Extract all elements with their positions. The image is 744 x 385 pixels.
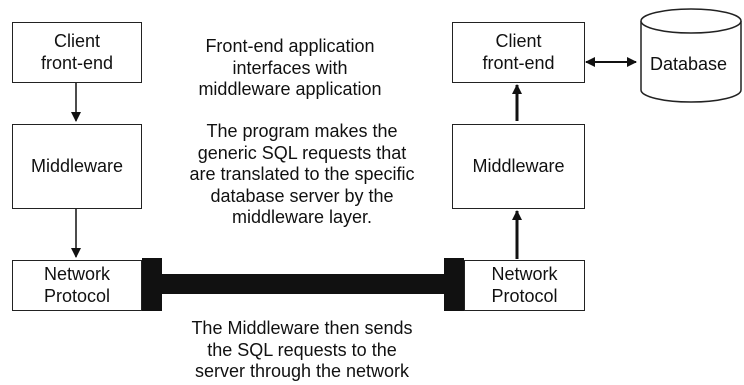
right-middleware-label: Middleware — [472, 155, 565, 176]
note-sql-translation: The program makes the generic SQL reques… — [189, 121, 415, 228]
left-network-protocol-box: Network Protocol — [12, 260, 142, 311]
network-end-block-left — [142, 258, 162, 311]
left-network-label: Network Protocol — [43, 264, 111, 306]
note-front-end-interfaces: Front-end application interfaces with mi… — [198, 36, 382, 100]
left-client-front-end-box: Client front-end — [12, 22, 142, 83]
network-end-block-right — [444, 258, 464, 311]
right-client-label: Client front-end — [482, 31, 555, 73]
right-network-protocol-box: Network Protocol — [464, 260, 585, 311]
database-icon — [640, 8, 742, 103]
left-middleware-box: Middleware — [12, 124, 142, 209]
left-client-label: Client front-end — [40, 31, 114, 73]
left-middleware-label: Middleware — [30, 155, 124, 176]
database-label: Database — [650, 54, 728, 74]
right-network-label: Network Protocol — [491, 264, 558, 306]
note-network-send: The Middleware then sends the SQL reques… — [191, 318, 413, 382]
right-middleware-box: Middleware — [452, 124, 585, 209]
right-client-front-end-box: Client front-end — [452, 22, 585, 83]
network-link-bar — [162, 274, 444, 294]
